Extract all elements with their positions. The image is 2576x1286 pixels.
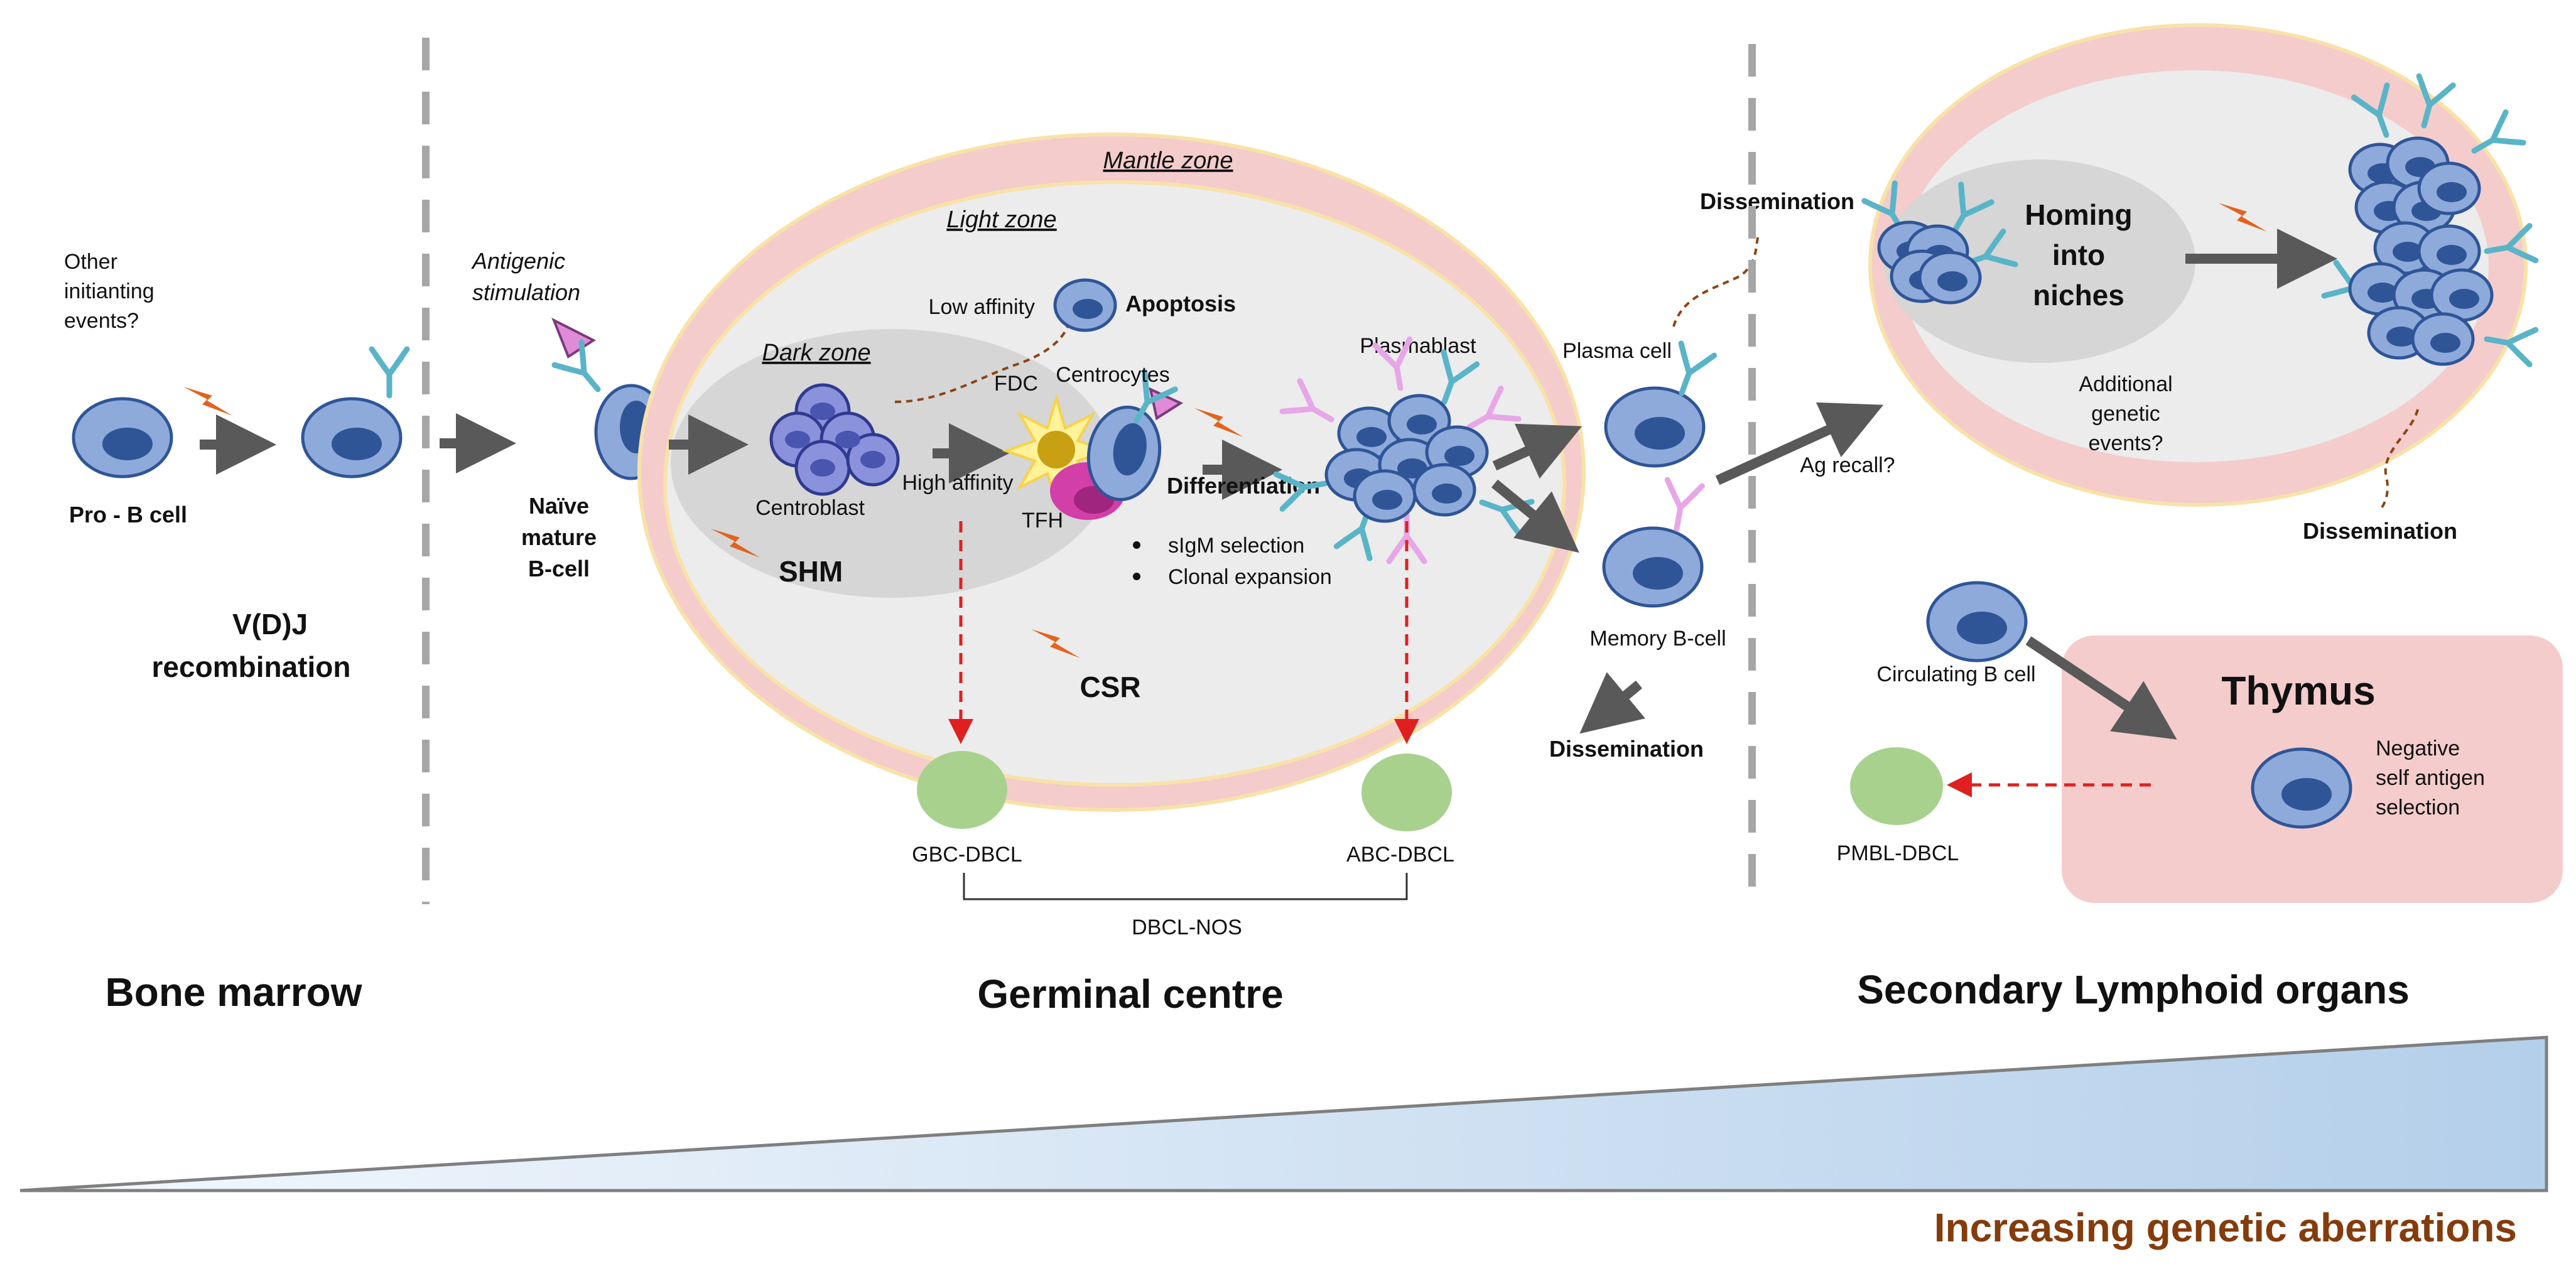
bullet	[1133, 541, 1140, 549]
arrow-icon	[1491, 479, 1579, 553]
homing-label-2: into	[2052, 239, 2105, 271]
vdj-label-2: recombination	[152, 651, 351, 683]
b-cell-receptor-icon	[555, 342, 611, 401]
b-cell-with-receptor	[303, 399, 401, 477]
b-cell-receptor-icon	[372, 349, 407, 396]
pro-b-cell-label: Pro - B cell	[69, 502, 187, 527]
circulating-b-cell-label: Circulating B cell	[1876, 662, 2035, 686]
additional-events-label-3: events?	[2088, 431, 2163, 455]
pro-b-cell	[73, 399, 171, 477]
light-zone-label: Light zone	[946, 207, 1056, 233]
arrow-icon	[1579, 672, 1645, 734]
increasing-aberrations-label: Increasing genetic aberrations	[1934, 1205, 2517, 1250]
secondary-lymphoid-section: Ag recall? Homing into niches Additional…	[1715, 23, 2563, 903]
secondary-lymphoid-title: Secondary Lymphoid organs	[1857, 967, 2410, 1012]
antigenic-label-1: Antigenic	[471, 248, 565, 274]
arrow-icon	[2025, 636, 2177, 740]
dissemination-label: Dissemination	[1549, 736, 1704, 762]
dissemination-label: Dissemination	[1700, 188, 1854, 214]
genetic-aberration-gradient	[19, 1035, 2548, 1192]
dark-zone-label: Dark zone	[762, 340, 870, 366]
shm-label: SHM	[779, 555, 843, 588]
naive-label-3: B-cell	[528, 556, 590, 581]
pmbl-dbcl-label: PMBL-DBCL	[1837, 841, 1959, 865]
additional-events-label-2: genetic	[2091, 402, 2160, 426]
tfh-label: TFH	[1022, 509, 1063, 532]
negative-selection-label-2: self antigen	[2376, 766, 2485, 790]
additional-events-label-1: Additional	[2079, 372, 2172, 396]
plasma-cell-label: Plasma cell	[1562, 339, 1672, 363]
csr-label: CSR	[1080, 671, 1140, 703]
memory-b-cell-label: Memory B-cell	[1589, 627, 1726, 651]
naive-label-2: mature	[521, 524, 597, 550]
mutation-lightning-icon	[183, 387, 232, 416]
other-events-label-2: initianting	[64, 279, 154, 303]
negative-selection-label-1: Negative	[2376, 737, 2460, 760]
centroblast-label: Centroblast	[755, 496, 865, 520]
gbc-dbcl-label: GBC-DBCL	[912, 843, 1022, 867]
centroblast-cluster	[769, 383, 900, 496]
homing-label-3: niches	[2033, 279, 2124, 311]
low-affinity-label: Low affinity	[929, 295, 1035, 319]
abc-dbcl-label: ABC-DBCL	[1346, 843, 1454, 867]
gbc-dbcl-tumor	[917, 751, 1007, 829]
thymus-label: Thymus	[2221, 668, 2375, 713]
pmbl-dbcl-tumor	[1850, 747, 1943, 825]
germinal-centre-title: Germinal centre	[977, 971, 1283, 1017]
dissemination-connector	[2379, 409, 2419, 511]
bone-marrow-title: Bone marrow	[106, 970, 362, 1015]
vdj-label-1: V(D)J	[232, 608, 308, 640]
negative-selection-label-3: selection	[2376, 796, 2460, 819]
circulating-b-cell	[1928, 583, 2026, 661]
other-events-label-3: events?	[64, 309, 139, 333]
bullet	[1133, 573, 1140, 580]
homing-label-1: Homing	[2025, 198, 2132, 231]
antigen-triangle-icon	[551, 317, 596, 359]
dbcl-nos-label: DBCL-NOS	[1132, 916, 1242, 939]
bone-marrow-section: Other initianting events? Pro - B cell V…	[64, 250, 407, 683]
plasma-cell	[1606, 388, 1704, 466]
ag-recall-arrow	[1715, 402, 1884, 485]
memory-b-cell	[1604, 528, 1702, 606]
high-affinity-label: High affinity	[902, 471, 1013, 495]
fdc-label: FDC	[994, 372, 1038, 396]
abc-dbcl-tumor	[1361, 754, 1452, 831]
thymus-b-cell	[2253, 749, 2351, 827]
antigenic-label-2: stimulation	[472, 279, 580, 305]
arrow-icon	[1492, 423, 1583, 479]
dbcl-nos-bracket	[963, 873, 1408, 900]
apoptosis-connector	[894, 326, 1069, 403]
ag-recall-label: Ag recall?	[1800, 453, 1895, 477]
naive-label-1: Naïve	[529, 493, 589, 519]
apoptotic-cell	[1055, 280, 1115, 330]
sigm-selection-label: sIgM selection	[1168, 534, 1304, 558]
apoptosis-label: Apoptosis	[1125, 291, 1236, 316]
clonal-expansion-label: Clonal expansion	[1168, 565, 1332, 589]
other-events-label-1: Other	[64, 250, 117, 274]
fdc-core	[1037, 431, 1075, 468]
b-cell-receptor-icon	[1659, 480, 1702, 532]
dissemination-label: Dissemination	[2303, 518, 2457, 544]
germinal-centre-section: Antigenic stimulation Naïve mature B-cel…	[440, 132, 1854, 939]
centrocytes-label: Centrocytes	[1056, 363, 1169, 387]
dissemination-connector	[1672, 235, 1760, 327]
mantle-zone-label: Mantle zone	[1103, 148, 1233, 174]
